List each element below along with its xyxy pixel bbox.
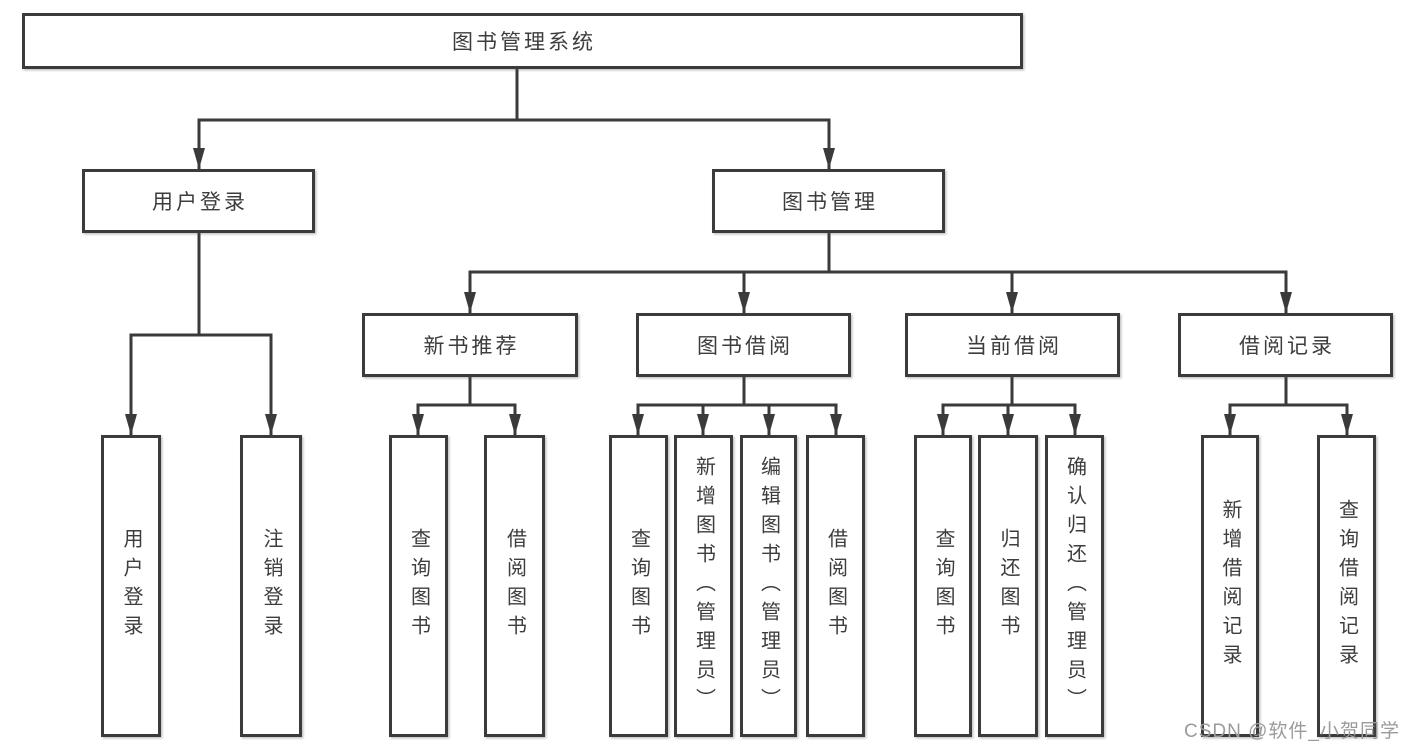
leaf-add-borrow-record-label: 新增借阅记录 — [1219, 499, 1241, 673]
leaf-return-books-label: 归还图书 — [997, 528, 1019, 644]
node-user-login-label: 用户登录 — [152, 191, 248, 214]
leaf-confirm-return-admin-label: 确认归还（管理员） — [1063, 455, 1086, 717]
node-current-borrowing: 当前借阅 — [905, 313, 1120, 377]
leaf-query-borrow-record-label: 查询借阅记录 — [1335, 499, 1358, 673]
leaf-logout: 注销登录 — [240, 435, 302, 737]
leaf-user-login-label: 用户登录 — [120, 528, 142, 644]
node-new-book-recommendation: 新书推荐 — [362, 313, 578, 377]
node-book-borrowing: 图书借阅 — [636, 313, 851, 377]
leaf-confirm-return-admin: 确认归还（管理员） — [1045, 435, 1104, 737]
node-user-login: 用户登录 — [82, 169, 315, 233]
node-borrowing-records-label: 借阅记录 — [1239, 335, 1335, 358]
leaf-query-books-borrowing: 查询图书 — [609, 435, 668, 737]
leaf-edit-books-admin-label: 编辑图书（管理员） — [757, 455, 780, 717]
leaf-query-books-recommend-label: 查询图书 — [407, 528, 430, 644]
node-root: 图书管理系统 — [22, 13, 1023, 69]
node-new-book-recommendation-label: 新书推荐 — [423, 335, 520, 358]
node-root-label: 图书管理系统 — [452, 31, 596, 54]
leaf-logout-label: 注销登录 — [260, 528, 282, 644]
leaf-add-books-admin: 新增图书（管理员） — [674, 435, 733, 737]
leaf-borrow-books-recommend-label: 借阅图书 — [503, 528, 526, 644]
node-book-management: 图书管理 — [712, 169, 945, 233]
node-current-borrowing-label: 当前借阅 — [966, 335, 1062, 358]
leaf-return-books: 归还图书 — [978, 435, 1038, 737]
leaf-edit-books-admin: 编辑图书（管理员） — [740, 435, 797, 737]
node-book-management-label: 图书管理 — [782, 191, 878, 214]
leaf-add-books-admin-label: 新增图书（管理员） — [692, 455, 715, 717]
leaf-add-borrow-record: 新增借阅记录 — [1201, 435, 1259, 737]
node-borrowing-records: 借阅记录 — [1178, 313, 1393, 377]
leaf-user-login: 用户登录 — [101, 435, 161, 737]
leaf-query-books-borrowing-label: 查询图书 — [627, 528, 650, 644]
leaf-query-borrow-record: 查询借阅记录 — [1317, 435, 1376, 737]
csdn-watermark: CSDN @软件_小贺同学 — [1184, 721, 1400, 742]
leaf-query-books-current-label: 查询图书 — [932, 528, 954, 644]
leaf-borrow-books-borrowing: 借阅图书 — [806, 435, 865, 737]
leaf-query-books-recommend: 查询图书 — [389, 435, 448, 737]
leaf-borrow-books-borrowing-label: 借阅图书 — [824, 528, 847, 644]
leaf-query-books-current: 查询图书 — [914, 435, 972, 737]
node-book-borrowing-label: 图书借阅 — [697, 335, 793, 358]
tree-edges — [125, 69, 1353, 435]
leaf-borrow-books-recommend: 借阅图书 — [484, 435, 545, 737]
